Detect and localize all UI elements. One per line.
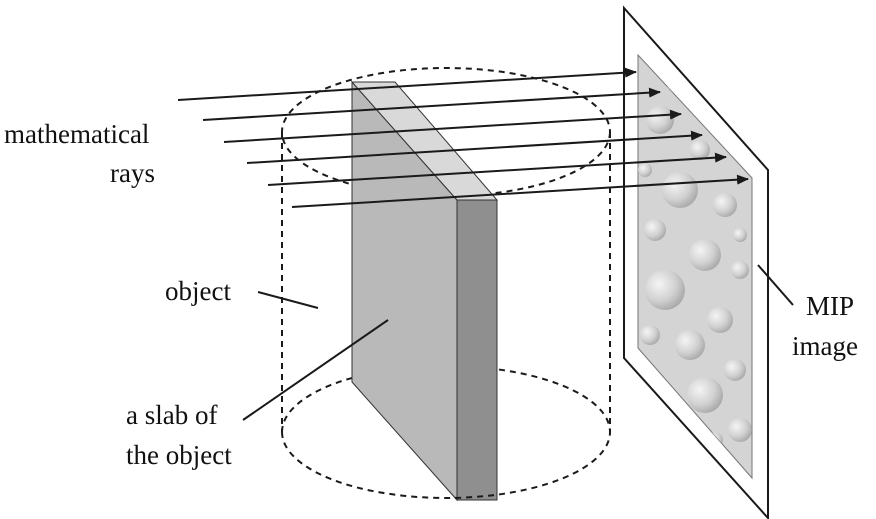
ray-2 — [202, 87, 661, 121]
mip-label-line2: image — [792, 331, 858, 361]
cylinder-bottom-front-arc — [281, 431, 611, 499]
slab-label-line2: the object — [126, 440, 232, 470]
ray-1 — [177, 67, 637, 101]
ray-4 — [246, 130, 703, 164]
ray-6 — [291, 174, 749, 208]
ray-3 — [223, 109, 682, 143]
mip-label-line1: MIP — [806, 291, 854, 321]
slab-side-face — [456, 199, 498, 501]
rays-label-line1: mathematical — [4, 119, 149, 149]
mip-image-plane — [623, 5, 769, 519]
slab-leader-line — [242, 319, 389, 421]
object-label: object — [165, 276, 231, 306]
slab — [350, 80, 499, 502]
leader-lines — [242, 264, 794, 421]
slab-label-line1: a slab of — [126, 400, 217, 430]
ray-5 — [267, 152, 727, 186]
mip-leader-line — [757, 264, 794, 306]
rays-label-line2: rays — [110, 158, 155, 188]
mathematical-rays — [177, 67, 749, 208]
object-leader-line — [257, 291, 319, 309]
